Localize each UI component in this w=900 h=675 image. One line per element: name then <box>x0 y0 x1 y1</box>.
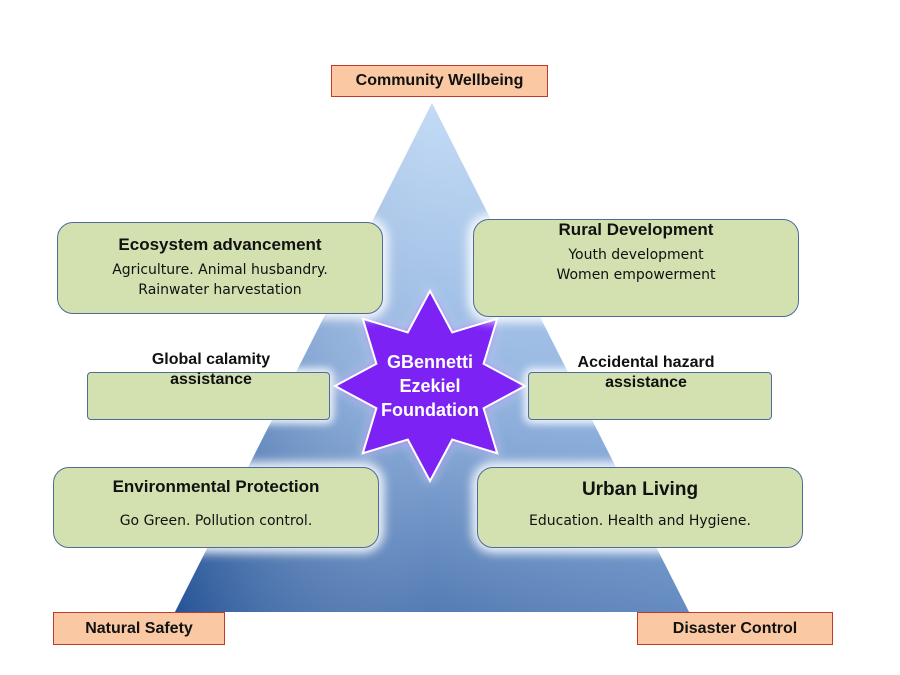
apex-label: Community Wellbeing <box>331 65 548 97</box>
rural-title: Rural Development <box>558 220 714 239</box>
rural-line: Women empowerment <box>556 267 716 283</box>
rural-line: Youth development <box>568 247 704 263</box>
accidental-hazard-label: Accidental hazard assistance <box>577 354 715 391</box>
ecosystem-card: Ecosystem advancement Agriculture. Anima… <box>57 222 383 314</box>
star-shape <box>332 288 528 484</box>
environment-card: Environmental Protection Go Green. Pollu… <box>53 467 379 548</box>
environment-title: Environmental Protection <box>112 477 320 496</box>
foundation-line: Ezekiel <box>399 376 461 396</box>
accidental-hazard-bar <box>528 372 772 420</box>
rural-card: Rural Development Youth development Wome… <box>473 219 799 317</box>
foundation-line: GBennetti <box>386 352 473 372</box>
global-calamity-label: Global calamity assistance <box>151 351 271 388</box>
ecosystem-line: Rainwater harvestation <box>138 282 302 298</box>
ecosystem-title: Ecosystem advancement <box>118 235 322 254</box>
bottom-right-label: Disaster Control <box>637 612 833 645</box>
bottom-left-label: Natural Safety <box>53 612 225 645</box>
foundation-name: GBennetti Ezekiel Foundation <box>360 350 500 422</box>
environment-line: Go Green. Pollution control. <box>119 513 313 529</box>
urban-line: Education. Health and Hygiene. <box>529 513 751 529</box>
foundation-line: Foundation <box>381 400 479 420</box>
ecosystem-line: Agriculture. Animal husbandry. <box>112 262 328 278</box>
global-calamity-bar <box>87 372 330 420</box>
urban-title: Urban Living <box>581 479 699 500</box>
urban-card: Urban Living Education. Health and Hygie… <box>477 467 803 548</box>
